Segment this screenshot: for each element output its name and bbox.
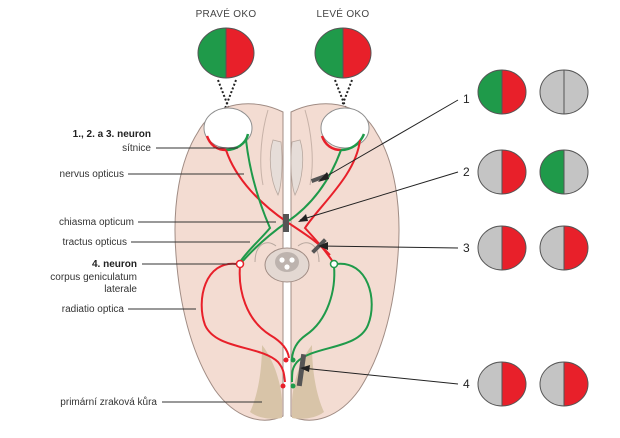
lesion-3-left-field (477, 225, 527, 271)
lesion-2-number: 2 (463, 165, 470, 179)
label-radiatio-optica: radiatio optica (62, 304, 125, 315)
lesion-4-number: 4 (463, 377, 470, 391)
label-chiasma-opticum: chiasma opticum (59, 217, 134, 228)
lesion-4-left-field (477, 361, 527, 407)
label-primarni-kura: primární zraková kůra (60, 396, 157, 408)
label-nervus-opticus: nervus opticus (60, 169, 124, 180)
lesion-1-right-field (539, 69, 589, 115)
right-eye-title: PRAVÉ OKO (196, 7, 257, 20)
lesion-2-mark (283, 214, 289, 232)
lesion-3-number: 3 (463, 241, 470, 255)
right-retina-green (225, 133, 250, 152)
left-eye-field (314, 27, 372, 79)
left-retina-red (320, 135, 342, 152)
lesion-2-left-field (477, 149, 527, 195)
lesion-3-right-field (539, 225, 589, 271)
lesion-pointers (299, 99, 459, 385)
right-retina-red (205, 135, 227, 152)
label-laterale: laterale (104, 284, 137, 295)
right-eye-field (197, 27, 255, 79)
left-eye-title: LEVÉ OKO (317, 7, 370, 20)
label-neuron-4: 4. neuron (92, 259, 137, 270)
lesion-4-right-field (539, 361, 589, 407)
lesion-4-mark (296, 353, 307, 387)
label-neuron-123: 1., 2. a 3. neuron (73, 129, 151, 140)
light-rays (215, 79, 356, 133)
label-leaders (128, 147, 276, 403)
visual-cortex (250, 345, 324, 419)
label-corpus-geniculatum: corpus geniculatum (50, 272, 137, 283)
lesion-1-number: 1 (463, 92, 470, 106)
label-tractus-opticus: tractus opticus (63, 237, 127, 248)
brain (174, 103, 400, 421)
left-retina-green (340, 133, 366, 152)
label-sitnice: sítnice (122, 143, 151, 154)
lesion-arrowheads (298, 172, 329, 372)
lesion-2-right-field (539, 149, 589, 195)
lgn-nodes (235, 259, 339, 389)
lesion-1-left-field (477, 69, 527, 115)
